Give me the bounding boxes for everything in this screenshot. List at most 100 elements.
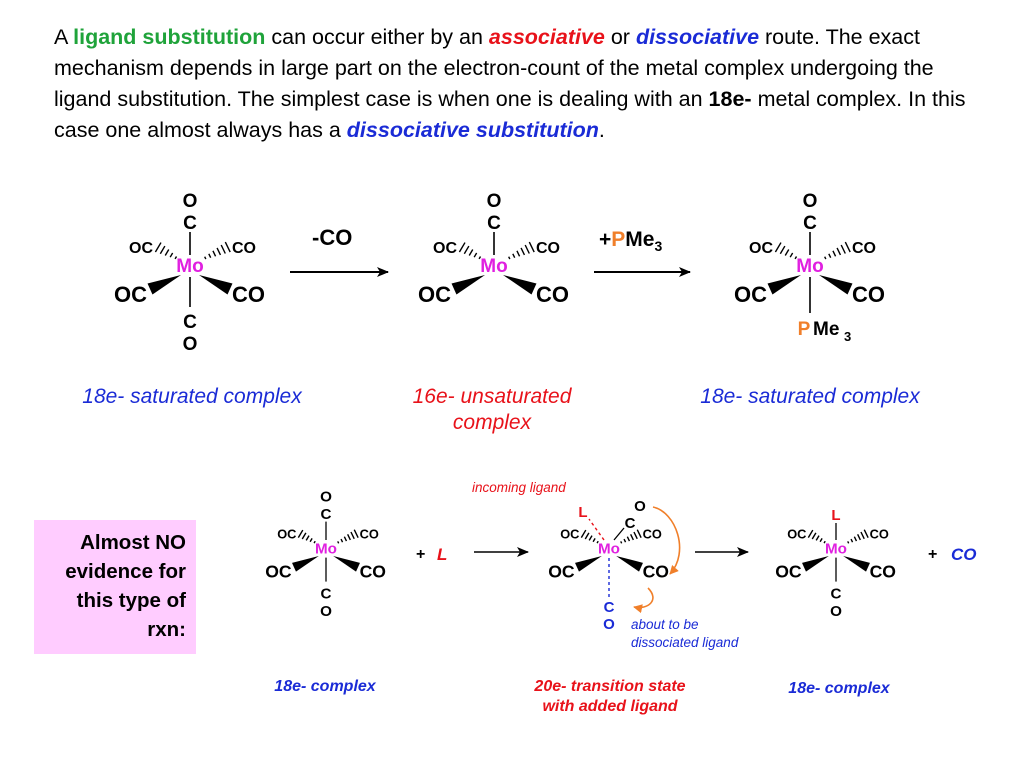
assoc-product-front-left-oc: OC	[775, 562, 802, 582]
assoc-product-ligand-l: L	[831, 507, 840, 524]
complex-mo-co5-hash-bond-back-right	[528, 241, 535, 253]
transition-state-back-right-co: CO	[643, 526, 662, 541]
assoc-mo-co6-hash-bond-back-left	[313, 540, 316, 544]
complex-mo-co5-pme3-front-right-co: CO	[852, 282, 885, 307]
annotation-dissociated-ligand: dissociated ligand	[631, 635, 739, 650]
assoc-product-hash-bond-back-right	[857, 534, 861, 541]
complex-mo-co6-hash-bond-back-right	[224, 241, 231, 253]
transition-state-incoming-ligand-l: L	[578, 504, 587, 521]
caption-18e-saturated-1: 18e- saturated complex	[82, 385, 302, 408]
annotation-about-to-be: about to be	[631, 617, 699, 632]
complex-mo-co6-hash-bond-back-right	[204, 256, 207, 260]
complex-mo-co6-back-right-co: CO	[232, 240, 256, 257]
complex-mo-co5-hash-bond-back-left	[463, 245, 470, 255]
complex-mo-co5-pme3-back-left-oc: OC	[749, 240, 773, 257]
transition-state-hash-bond-back-right	[636, 529, 642, 538]
transition-state-hash-bond-back-right	[626, 536, 631, 542]
complex-mo-co5-axial-top-c: C	[487, 213, 501, 234]
complex-mo-co5-pme3-wedge-bond-front-right	[819, 275, 853, 295]
complex-mo-co6-wedge-bond-front-right	[199, 275, 233, 295]
complex-mo-co5-pme3-metal-mo: Mo	[796, 256, 823, 277]
assoc-product-front-right-co: CO	[870, 562, 896, 582]
complex-mo-co5-hash-bond-back-right	[520, 247, 526, 256]
term-dissociative: dissociative	[635, 25, 760, 49]
assoc-product-back-left-oc: OC	[787, 526, 806, 541]
complex-mo-co6-hash-bond-back-left	[169, 252, 174, 258]
assoc-product-hash-bond-back-left	[819, 538, 823, 543]
transition-state-metal-mo: Mo	[598, 541, 620, 558]
complex-mo-co5-pme3-axial-top-o: O	[803, 191, 818, 212]
assoc-product-hash-bond-back-right	[850, 538, 854, 543]
complex-mo-co5-hash-bond-back-right	[524, 244, 530, 254]
complex-mo-co5-pme3-hash-bond-back-left	[774, 242, 782, 253]
assoc-product-hash-bond-back-right	[847, 541, 850, 544]
complex-mo-co5-pme3-hash-bond-back-right	[824, 256, 827, 260]
assoc-product-hash-bond-back-left	[823, 540, 826, 544]
transition-state-hash-bond-back-left	[588, 535, 593, 541]
transition-state-front-right-co: CO	[643, 562, 669, 582]
complex-mo-co6-axial-top-c: C	[183, 213, 197, 234]
complex-mo-co6-metal-mo: Mo	[176, 256, 203, 277]
transition-state-tilted-c: C	[625, 515, 636, 532]
complex-mo-co5-axial-top-o: O	[487, 191, 502, 212]
complex-mo-co5-hash-bond-back-left	[478, 256, 482, 260]
assoc-mo-co6-axial-top-c: C	[321, 506, 332, 523]
caption-18e-saturated-2: 18e- saturated complex	[700, 385, 920, 408]
complex-mo-co5-pme3-hash-bond-back-left	[784, 249, 790, 256]
caption-18e-complex-2: 18e- complex	[788, 680, 890, 697]
assoc-mo-co6-wedge-bond-front-right	[333, 556, 360, 572]
assoc-mo-co6-hash-bond-back-left	[309, 538, 313, 543]
complex-mo-co5-back-left-oc: OC	[433, 240, 457, 257]
assoc-mo-co6-hash-bond-back-right	[343, 536, 348, 542]
assoc-product-hash-bond-back-left	[815, 535, 820, 541]
assoc-mo-co6-hash-bond-back-right	[337, 541, 340, 544]
complex-mo-co5-pme3-axial-top-c: C	[803, 213, 817, 234]
caption-20e-transition-state: 20e- transition state with added ligand	[534, 678, 686, 715]
evidence-note-box: Almost NO evidence for this type of rxn:	[34, 520, 196, 654]
complex-mo-co5-pme3-hash-bond-back-left	[779, 245, 786, 255]
complex-mo-co5-pme3-phosphorus: P	[798, 319, 811, 340]
transition-state-hash-bond-back-left	[596, 540, 599, 544]
assoc-product-hash-bond-back-right	[860, 531, 865, 540]
assoc-mo-co6-back-right-co: CO	[360, 526, 379, 541]
intro-text: or	[604, 25, 636, 49]
transition-state-hash-bond-back-right	[630, 534, 634, 541]
plus-sign-reagent: +	[416, 546, 426, 563]
transition-state-hash-bond-back-left	[584, 532, 590, 540]
complex-mo-co5-front-right-co: CO	[536, 282, 569, 307]
transition-state-hash-bond-back-left	[580, 529, 587, 538]
complex-mo-co5-wedge-bond-front-left	[451, 275, 485, 295]
assoc-product-metal-mo: Mo	[825, 541, 847, 558]
assoc-mo-co6-back-left-oc: OC	[277, 526, 296, 541]
complex-mo-co5-pme3-hash-bond-back-right	[844, 241, 851, 253]
transition-state-hash-bond-back-right	[623, 538, 627, 543]
transition-state-leaving-o: O	[603, 616, 615, 633]
complex-mo-co5-wedge-bond-front-right	[503, 275, 537, 295]
assoc-mo-co6-front-left-oc: OC	[265, 562, 292, 582]
assoc-product-hash-bond-back-left	[811, 532, 817, 540]
assoc-mo-co6-hash-bond-back-right	[340, 538, 344, 543]
complex-mo-co5-pme3-subscript-3: 3	[844, 329, 851, 344]
transition-state-hash-bond-back-right	[633, 531, 638, 540]
plus-sign-product: +	[928, 546, 938, 563]
intro-text: .	[598, 118, 605, 142]
curved-arrow-ligand-release	[633, 587, 654, 614]
assoc-mo-co6-axial-bottom-c: C	[321, 585, 332, 602]
complex-mo-co5-pme3-wedge-bond-front-left	[767, 275, 801, 295]
transition-state-wedge-bond-front-left	[575, 556, 602, 572]
transition-state-hash-bond-back-right	[620, 541, 623, 544]
assoc-mo-co6-axial-bottom-o: O	[320, 603, 332, 620]
complex-mo-co5-pme3-front-left-oc: OC	[734, 282, 767, 307]
term-18e: 18e-	[708, 87, 752, 111]
subscript-3: 3	[654, 238, 663, 255]
complex-mo-co5-pme3-methyl: Me	[813, 319, 839, 340]
transition-state-wedge-bond-front-right	[616, 556, 643, 572]
complex-mo-co6-hash-bond-back-left	[174, 256, 178, 260]
complex-mo-co5-pme3-hash-bond-back-right	[832, 250, 837, 257]
intro-text: can occur either by an	[265, 25, 489, 49]
assoc-product-hash-bond-back-right	[863, 529, 869, 538]
annotation-incoming-ligand: incoming ligand	[472, 480, 566, 495]
complex-mo-co6-wedge-bond-front-left	[147, 275, 181, 295]
assoc-product-back-right-co: CO	[870, 526, 889, 541]
transition-state-front-left-oc: OC	[548, 562, 575, 582]
